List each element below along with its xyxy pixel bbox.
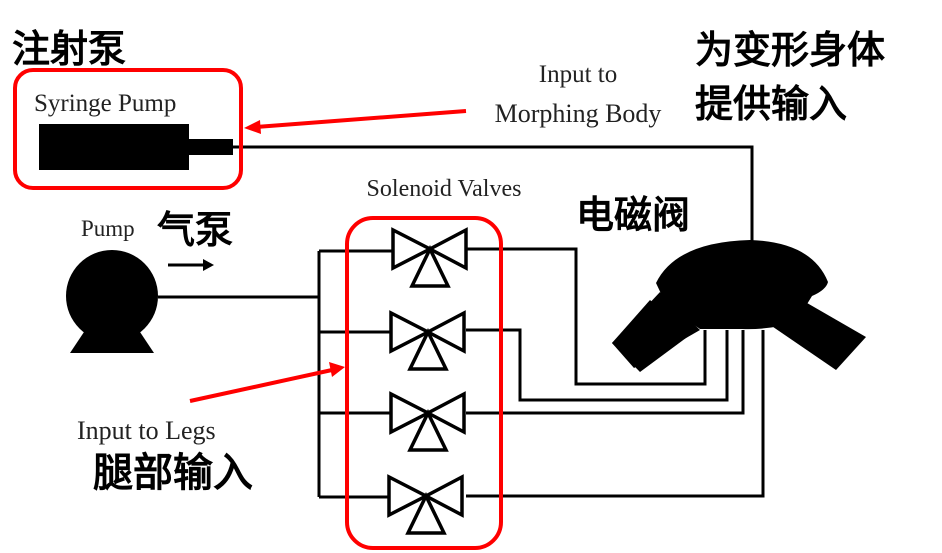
solenoid-valve-1-icon — [391, 227, 468, 288]
legs-input-label: Input to Legs — [77, 416, 216, 445]
syringe-pump-highlight — [13, 68, 243, 190]
solenoid-valve-2-icon — [389, 310, 466, 371]
solenoid-valves-highlight — [345, 216, 503, 550]
soft-robot-body-icon — [612, 240, 866, 372]
legs-input-label-zh: 腿部输入 — [93, 450, 253, 496]
solenoid-valve-3-icon — [389, 391, 466, 452]
air-pump-icon — [66, 250, 158, 353]
tube-valve-4-to-leg — [466, 330, 765, 498]
solenoid-valve-4-icon — [387, 474, 464, 535]
tube-valve-2-to-leg — [466, 328, 729, 402]
pump-label-zh: 气泵 — [157, 208, 233, 252]
solenoid-valves-label-zh: 电磁阀 — [576, 193, 690, 237]
tube-valve-1-to-leg — [466, 247, 707, 386]
morphing-input-arrow — [244, 109, 467, 134]
syringe-pump-icon — [39, 124, 233, 170]
morphing-input-label-zh-line2: 提供输入 — [695, 82, 847, 126]
legs-input-arrow — [189, 362, 345, 403]
solenoid-valves — [387, 227, 468, 535]
morphing-input-label-line1: Input to — [539, 61, 617, 88]
tube-valve-3-to-leg — [466, 330, 745, 415]
syringe-pump-label-zh: 注射泵 — [12, 27, 126, 71]
flow-arrow-icon — [168, 259, 214, 271]
tubing — [158, 145, 765, 499]
solenoid-valves-label: Solenoid Valves — [367, 176, 522, 202]
syringe-pump-label: Syringe Pump — [34, 90, 176, 117]
morphing-input-label-line2: Morphing Body — [495, 99, 662, 128]
tube-syringe-to-body — [232, 145, 754, 248]
pump-label: Pump — [81, 216, 135, 241]
morphing-input-label-zh-line1: 为变形身体 — [695, 28, 885, 72]
